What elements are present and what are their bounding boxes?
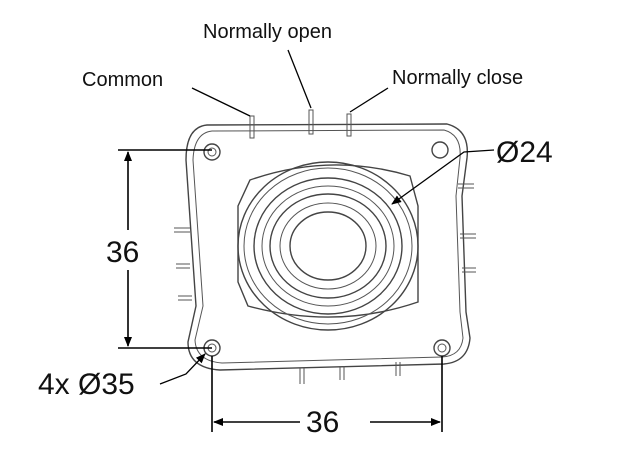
base-plate xyxy=(185,123,471,371)
leader-mounting-holes xyxy=(159,353,206,385)
label-common: Common xyxy=(82,69,163,91)
side-pins-left xyxy=(174,227,192,301)
leader-common xyxy=(191,87,251,117)
terminal-normally-close xyxy=(346,113,352,137)
leader-diameter-center xyxy=(391,149,495,205)
label-normally-close: Normally close xyxy=(392,67,523,89)
mounting-hole-top-left xyxy=(203,143,221,161)
mounting-hole-top-right xyxy=(431,141,449,159)
leader-normally-close xyxy=(349,87,389,113)
mounting-hole-bottom-right xyxy=(433,339,451,357)
center-body xyxy=(237,161,419,331)
label-mounting-holes: 4x Ø35 xyxy=(38,368,135,401)
dimension-horizontal xyxy=(211,356,443,432)
leader-normally-open xyxy=(287,49,312,109)
dimension-vertical xyxy=(118,149,212,349)
label-diameter-center: Ø24 xyxy=(496,136,553,169)
terminal-common xyxy=(249,115,255,139)
label-dimension-vertical: 36 xyxy=(106,236,139,269)
side-pins-right xyxy=(458,183,476,273)
terminal-normally-open xyxy=(308,109,314,135)
label-dimension-horizontal: 36 xyxy=(306,406,339,439)
label-normally-open: Normally open xyxy=(203,21,332,43)
bottom-pins xyxy=(299,362,401,384)
